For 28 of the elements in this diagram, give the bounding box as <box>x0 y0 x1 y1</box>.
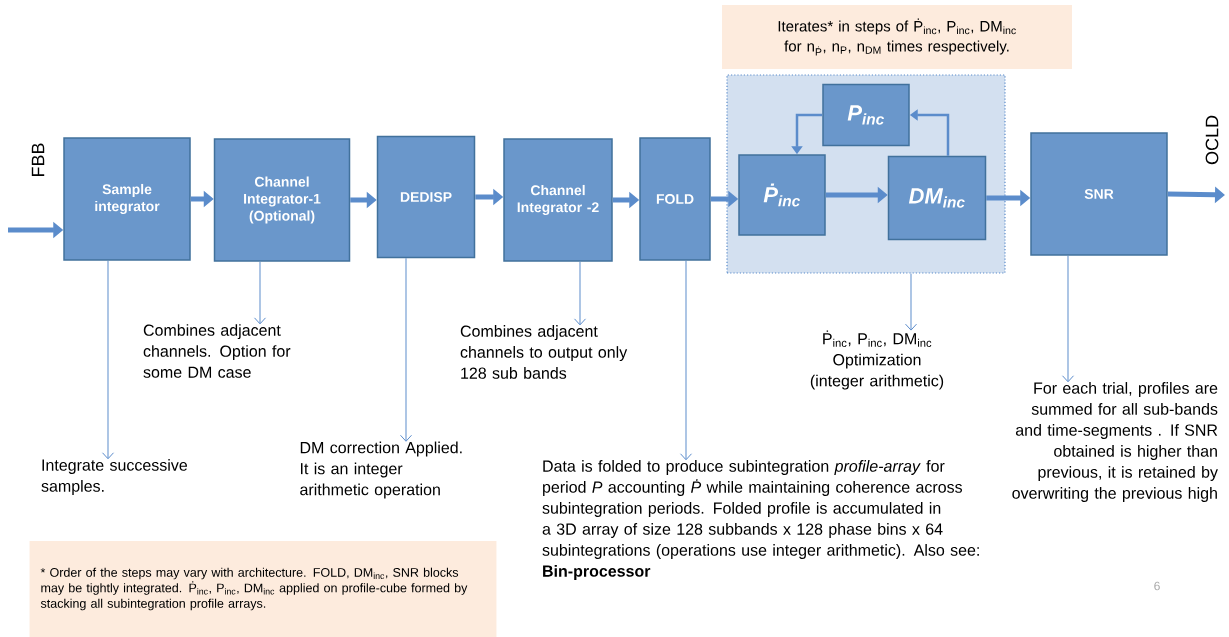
leader-line <box>680 260 692 461</box>
leader-line <box>254 261 266 325</box>
description-text: For each trial, profiles are summed for all sub-bands and time-segments . If SNR obtained is higher than previous, it is retained by overwriting the previous high <box>1012 382 1218 502</box>
description-text: Data is folded to produce subintegration profile-array for period P accounting Ṗ while maintaining coherence across subintegration periods. Folded profile is accumulated in a 3D array of size 128 subbands x 128 phase bins x 64 subintegrations (operations use integer arithmetic). Also see: Bin-processor <box>542 460 979 580</box>
side-label: FBB <box>31 143 45 177</box>
footnote-box: * Order of the steps may vary with architecture. FOLD, DM$_{inc}$, SNR blocks may be tightly integrated. Ṗ$_{inc}$, P$_{inc}$, DM$_{inc}$ applied on profile-cube formed by stacking all subintegration profile arrays. <box>29 541 497 637</box>
leader-line <box>1062 255 1074 383</box>
description-text: Ṗ$_{inc}$, P$_{inc}$, DM$_{inc}$ Optimization (integer arithmetic) <box>810 330 944 390</box>
description-text: Combines adjacent channels to output only 128 sub bands <box>460 325 628 379</box>
leader-line <box>905 273 917 331</box>
process-box: DEDISP <box>376 135 476 259</box>
process-box: Sample integrator <box>63 137 191 261</box>
description-text: Integrate successive samples. <box>41 459 187 495</box>
leader-line <box>574 261 586 326</box>
process-box: FOLD <box>639 137 711 261</box>
page-number: 6 <box>1154 581 1160 591</box>
leader-line <box>400 257 412 442</box>
process-box: DM$_{inc}$ <box>887 155 987 241</box>
process-box: P$_{inc}$ <box>822 83 910 147</box>
process-box: Channel Integrator -2 <box>503 138 613 262</box>
process-box: Ṗ$_{inc}$ <box>738 154 826 236</box>
leader-line <box>102 260 114 460</box>
process-box: Channel Integrator-1 (Optional) <box>213 138 351 262</box>
description-text: Combines adjacent channels. Option for some DM case <box>143 324 291 378</box>
description-text: DM correction Applied. It is an integer arithmetic operation <box>300 441 462 499</box>
note-box: Iterates* in steps of Ṗ$_{inc}$, P$_{inc}$, DM$_{inc}$ for n$_{Ṗ}$, n$_{P}$, n$_{DM}$ times respectively. <box>722 5 1072 69</box>
side-label: OCLD <box>1205 115 1219 165</box>
process-box: SNR <box>1030 132 1168 256</box>
